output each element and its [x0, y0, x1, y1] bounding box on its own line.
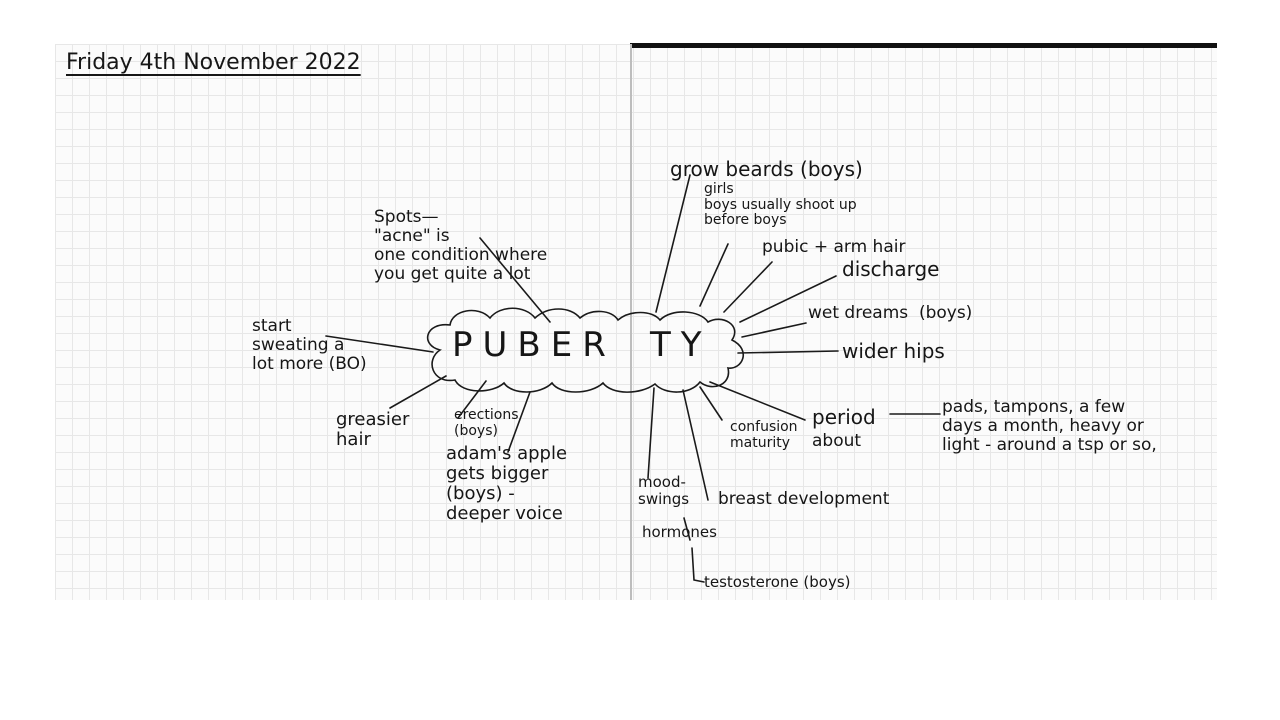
note-breast-development: breast development [718, 489, 890, 509]
line-testosterone [691, 547, 705, 583]
line-sweating [325, 335, 434, 353]
central-topic-part1: PUBER [452, 325, 616, 365]
note-discharge: discharge [842, 257, 940, 281]
line-discharge [739, 275, 837, 323]
page-date-title: Friday 4th November 2022 [66, 50, 361, 75]
note-hormones: hormones [642, 523, 717, 541]
note-sweating: start sweating a lot more (BO) [252, 316, 367, 375]
note-confusion: confusion maturity [730, 419, 798, 451]
line-breast [682, 389, 709, 501]
notebook-page [55, 44, 1217, 600]
line-mood [647, 387, 655, 479]
line-beards [655, 174, 691, 313]
line-confusion [699, 386, 723, 421]
line-greasier [389, 375, 447, 409]
note-testosterone: testosterone (boys) [704, 573, 851, 591]
cloud-outline [426, 307, 745, 393]
line-spots [479, 237, 551, 323]
line-adams-apple [507, 391, 531, 453]
line-wet-dreams [741, 322, 807, 338]
note-period-detail: pads, tampons, a few days a month, heavy… [942, 397, 1157, 456]
line-wider-hips [737, 350, 839, 354]
note-period: period [812, 405, 876, 429]
note-about: about [812, 431, 862, 451]
notebook-spine [630, 44, 632, 600]
note-girls-shoot-up: girls boys usually shoot up before boys [704, 181, 857, 229]
note-pubic-arm-hair: pubic + arm hair [762, 237, 906, 257]
note-erections: erections (boys) [454, 407, 519, 439]
note-greasier-hair: greasier hair [336, 409, 410, 451]
note-wider-hips: wider hips [842, 339, 945, 363]
note-adams-apple: adam's apple gets bigger (boys) - deeper… [446, 443, 568, 525]
note-spots: Spots— "acne" is one condition where you… [374, 207, 548, 285]
line-girls-boys [699, 243, 729, 307]
note-grow-beards: grow beards (boys) [670, 157, 863, 181]
line-erections [457, 380, 487, 419]
note-mood-swings: mood- swings [638, 473, 690, 508]
line-pubic [723, 261, 773, 313]
central-topic-part2: TY [650, 325, 712, 365]
note-wet-dreams: wet dreams (boys) [808, 303, 973, 323]
line-hormones [683, 517, 691, 541]
line-period [709, 381, 806, 421]
page-top-edge [630, 43, 1217, 48]
